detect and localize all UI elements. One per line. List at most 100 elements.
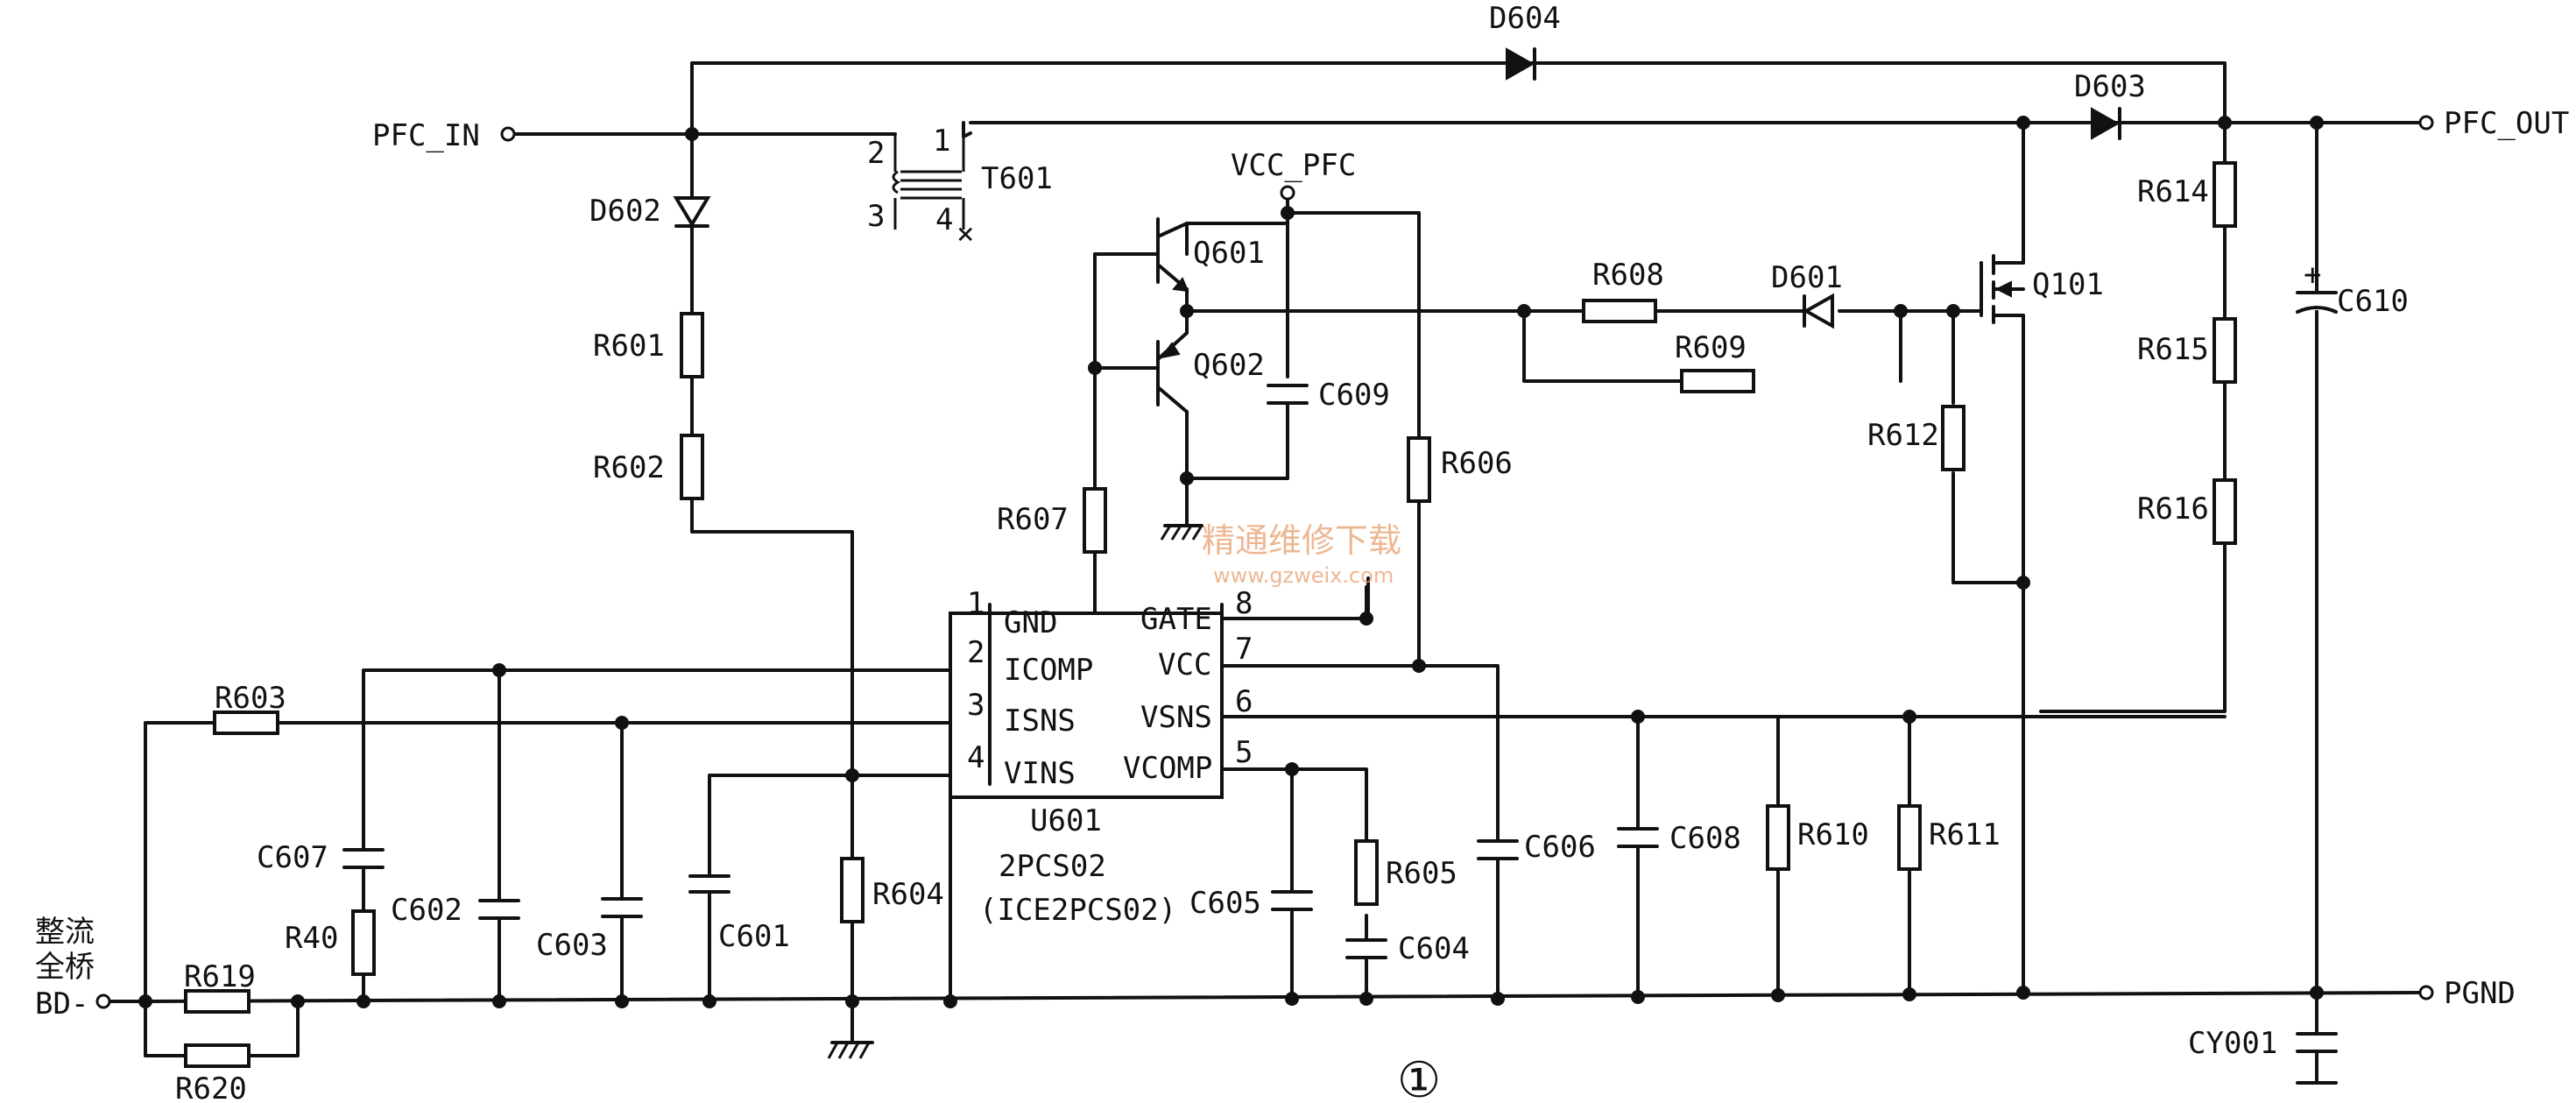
ic-pin8-name: GATE (1140, 602, 1212, 637)
c607-label: C607 (257, 840, 328, 875)
capacitor-c605: C605 (1189, 886, 1313, 921)
pfc-out-terminal (2418, 115, 2434, 131)
q602-label: Q602 (1193, 348, 1265, 383)
c610-label: C610 (2337, 284, 2409, 319)
r604-label: R604 (872, 877, 944, 912)
capacitor-c604: C604 (1345, 931, 1470, 966)
ic-pin3-num: 3 (967, 688, 985, 723)
r607-label: R607 (997, 502, 1069, 537)
resistors: R601 R602 R603 R604 R605 R606 R607 R608 … (175, 161, 2237, 1103)
capacitor-cy001: CY001 (2188, 1026, 2338, 1085)
r614-label: R614 (2137, 174, 2209, 209)
resistor-r604 (840, 857, 865, 923)
ic-pin4-name: VINS (1004, 756, 1076, 791)
ic-pin1-name: GND (1004, 605, 1057, 640)
ground-symbol-q602 (1160, 477, 1203, 541)
r611-label: R611 (1929, 817, 2001, 852)
wires (108, 61, 2421, 1084)
capacitor-c603: C603 (536, 897, 643, 963)
resistor-r607 (1083, 487, 1107, 554)
ic-pin2-name: ICOMP (1004, 653, 1093, 688)
watermark-line1: 精通维修下载 (1202, 521, 1401, 560)
t601-nc-mark: × (956, 216, 974, 251)
transistor-q601: Q601 (1093, 217, 1265, 313)
d604-label: D604 (1489, 1, 1561, 36)
r601-label: R601 (593, 329, 665, 364)
resistor-r40 (351, 909, 376, 976)
resistor-r606 (1407, 436, 1431, 503)
capacitor-c608: C608 (1617, 821, 1741, 856)
resistor-r610 (1766, 804, 1790, 871)
r616-label: R616 (2137, 491, 2209, 527)
t601-label: T601 (981, 161, 1053, 196)
pgnd-terminal (2418, 985, 2434, 1000)
ic-pin6-name: VSNS (1140, 700, 1212, 735)
resistor-r612 (1941, 405, 1966, 471)
vcc-pfc-label: VCC_PFC (1231, 148, 1356, 183)
c609-label: C609 (1318, 378, 1390, 413)
diode-d601: D601 (1771, 260, 1843, 329)
r610-label: R610 (1797, 817, 1869, 852)
r40-label: R40 (285, 921, 338, 956)
ic-pin7-name: VCC (1158, 647, 1211, 682)
vcc-pfc-terminal (1280, 185, 1295, 201)
t601-pin3: 3 (867, 199, 885, 234)
transformer-t601: 1 2 3 4 × T601 (867, 123, 1053, 251)
c606-label: C606 (1524, 830, 1596, 865)
ground-symbol-pgnd (827, 1041, 874, 1059)
resistor-r619 (184, 989, 251, 1014)
pfc-out-label: PFC_OUT (2444, 106, 2569, 141)
bd-minus-terminal (95, 993, 111, 1009)
watermark: 精通维修下载 www.gzweix.com (1202, 521, 1401, 588)
ic-alt-part-label: (ICE2PCS02) (979, 893, 1176, 928)
resistor-r601 (680, 312, 704, 378)
ic-u601: 1 GND 2 ICOMP 3 ISNS 4 VINS 5 VCOMP 6 VS… (949, 586, 1253, 928)
r605-label: R605 (1386, 856, 1457, 891)
ports: PFC_IN PFC_OUT PGND VCC_PFC 整流 全桥 BD- (35, 106, 2569, 1022)
r619-label: R619 (184, 959, 256, 994)
junction-dots (138, 116, 2324, 1008)
figure-number: ① (1397, 1052, 1441, 1103)
r620-label: R620 (175, 1071, 247, 1103)
ic-pin6-num: 6 (1235, 684, 1253, 719)
r606-label: R606 (1441, 446, 1513, 481)
q601-label: Q601 (1193, 236, 1265, 271)
c602-label: C602 (391, 893, 462, 928)
pfc-in-label: PFC_IN (372, 118, 480, 153)
resistor-r614 (2213, 161, 2237, 228)
c601-label: C601 (718, 919, 790, 954)
ic-pin8-num: 8 (1235, 586, 1253, 621)
rectifier-label-line1: 整流 (35, 915, 95, 950)
pgnd-label: PGND (2444, 976, 2516, 1011)
resistor-r605 (1354, 839, 1379, 906)
r612-label: R612 (1867, 418, 1939, 453)
diode-d604: D604 (1489, 1, 1561, 81)
ic-ref-label: U601 (1030, 803, 1102, 838)
r615-label: R615 (2137, 332, 2209, 367)
r602-label: R602 (593, 450, 665, 485)
ic-pin5-name: VCOMP (1123, 751, 1212, 786)
transistor-q602: Q602 (1093, 309, 1265, 414)
mosfet-q101: Q101 (1951, 254, 2104, 324)
ic-pin7-num: 7 (1235, 632, 1253, 667)
capacitor-c602: C602 (391, 893, 520, 928)
capacitor-c609: C609 (1267, 378, 1390, 480)
rectifier-label-line2: 全桥 (35, 950, 95, 985)
d601-label: D601 (1771, 260, 1843, 295)
resistor-r616 (2213, 478, 2237, 545)
ic-pin3-name: ISNS (1004, 704, 1076, 739)
resistor-r609 (1680, 369, 1755, 393)
capacitor-c607: C607 (257, 840, 385, 875)
c605-label: C605 (1189, 886, 1261, 921)
diode-d603: D603 (2074, 69, 2146, 140)
t601-pin1: 1 (933, 124, 950, 159)
c608-label: C608 (1669, 821, 1741, 856)
q101-label: Q101 (2032, 267, 2104, 302)
ic-pin1-num: 1 (967, 586, 985, 621)
ic-pin4-num: 4 (967, 740, 985, 775)
r609-label: R609 (1675, 330, 1747, 365)
resistor-r602 (680, 434, 704, 500)
diode-d602: D602 (589, 194, 711, 229)
t601-pin2: 2 (867, 136, 885, 171)
